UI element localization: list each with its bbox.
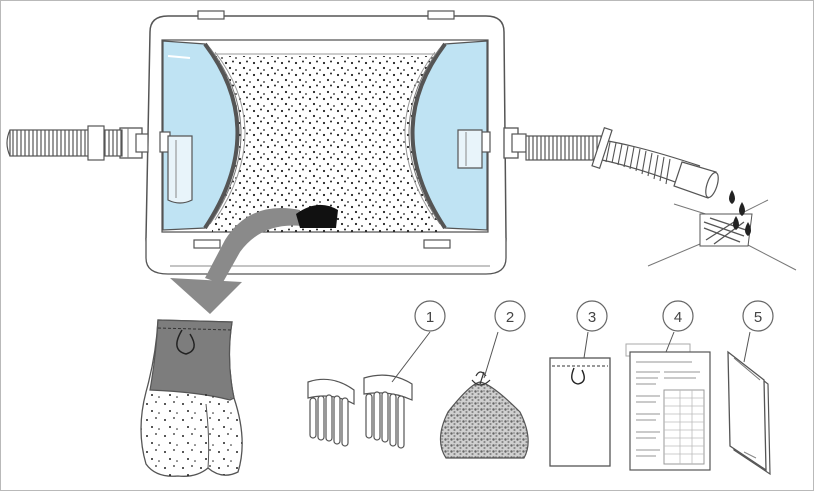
floor-drain (648, 200, 796, 270)
item-5-manual-booklet (728, 352, 770, 474)
callout-5: 5 (743, 301, 773, 362)
item-4-record-sheet (626, 344, 710, 470)
item-2-filter-media-bag (440, 372, 528, 458)
item-3-spare-bag (550, 358, 610, 466)
top-clip-right (428, 11, 454, 19)
inlet-hose (7, 126, 122, 160)
callout-1: 1 (392, 301, 445, 382)
callout-number-5: 5 (754, 309, 762, 326)
right-connector (504, 128, 526, 158)
top-clip-left (198, 11, 224, 19)
item-1-bracket-inserts (308, 375, 412, 448)
outlet-hose (526, 112, 721, 199)
callout-number-2: 2 (506, 309, 514, 326)
removed-filter-bag (141, 320, 242, 476)
callout-number-1: 1 (426, 309, 434, 326)
callout-3: 3 (577, 301, 607, 358)
callout-number-4: 4 (674, 309, 682, 326)
callout-number-3: 3 (588, 309, 596, 326)
callout-2: 2 (484, 301, 525, 378)
left-connector (120, 128, 148, 158)
separator-tank (146, 11, 506, 274)
inlet-deflector (168, 136, 192, 203)
